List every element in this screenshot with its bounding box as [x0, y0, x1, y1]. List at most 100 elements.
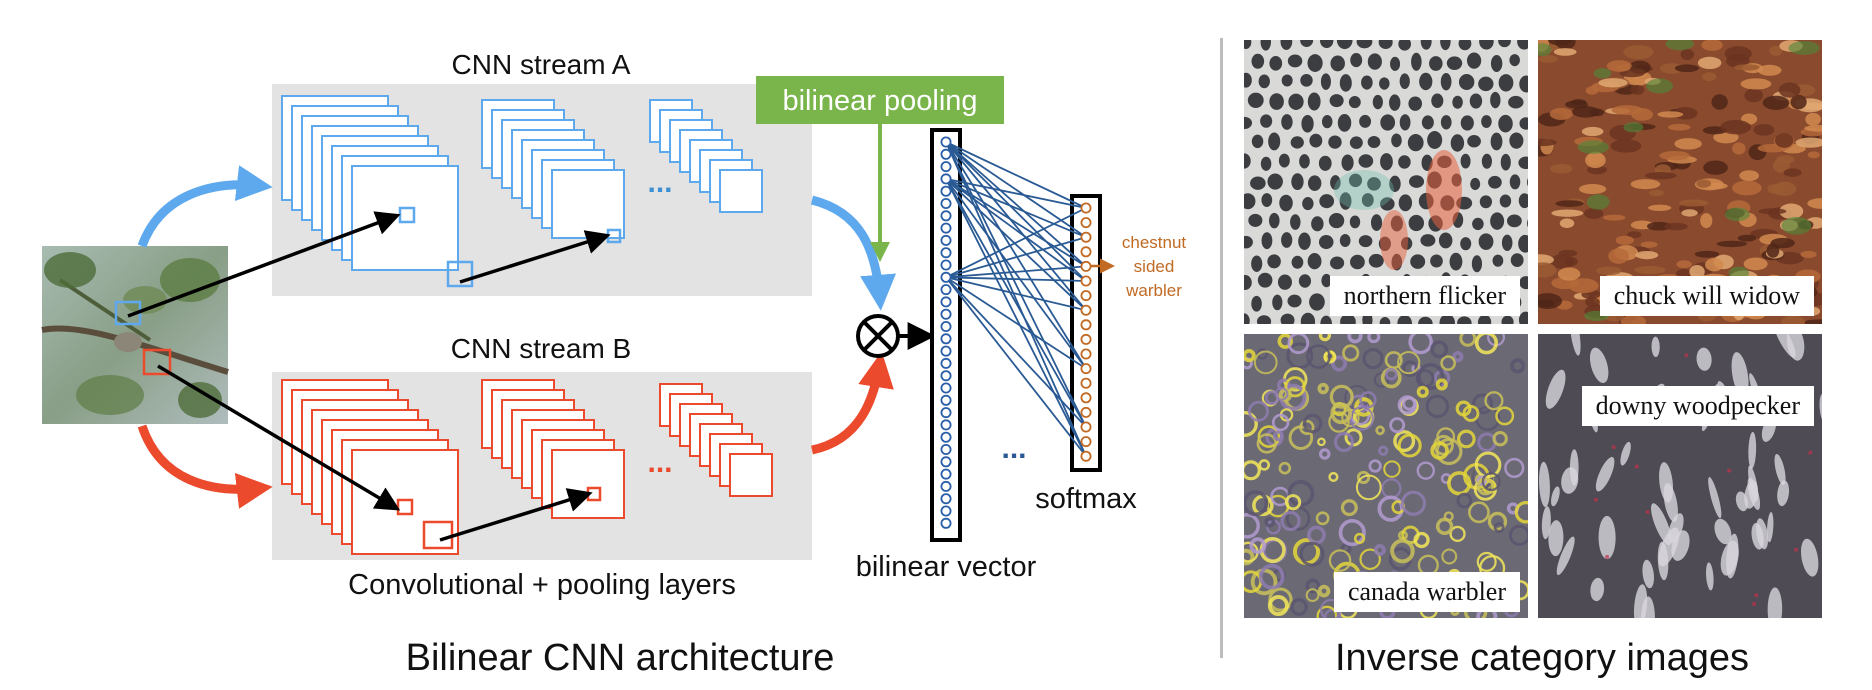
texture-scale [1807, 151, 1820, 159]
texture-swirl [1393, 430, 1416, 453]
inverse-title: Inverse category images [1335, 637, 1749, 679]
texture-swirl [1318, 334, 1332, 342]
texture-swirl [1355, 474, 1382, 501]
texture-dot [1508, 95, 1524, 109]
texture-scale [1550, 163, 1573, 174]
texture-swirl [1397, 351, 1421, 375]
texture-feather [1714, 518, 1732, 545]
texture-dot [1247, 92, 1264, 108]
texture-dot [1287, 294, 1302, 308]
texture-dot [1258, 74, 1270, 89]
to-stream-a-arrow [137, 165, 273, 248]
texture-scale [1623, 45, 1654, 60]
texture-dot [1337, 114, 1352, 132]
texture-swirl [1288, 425, 1314, 450]
texture-scale [1648, 204, 1672, 211]
fc-edge [945, 276, 1087, 457]
texture-feather [1773, 334, 1796, 358]
texture-swirl [1257, 425, 1281, 448]
texture-dot [1250, 176, 1266, 190]
softmax-node [1080, 363, 1092, 375]
texture-dot [1409, 175, 1425, 188]
vector-node [940, 284, 952, 296]
texture-swirl [1373, 544, 1386, 556]
texture-swirl [1440, 355, 1456, 371]
texture-feather [1633, 584, 1648, 618]
texture-swirl [1278, 461, 1292, 475]
texture-swirl [1462, 404, 1480, 422]
softmax-node [1080, 392, 1092, 404]
texture-swirl [1318, 448, 1331, 460]
texture-dot [1408, 96, 1423, 111]
texture-swirl [1356, 470, 1371, 485]
texture-spot [1593, 497, 1598, 502]
texture-feather [1726, 533, 1739, 579]
texture-swirl [1258, 563, 1285, 590]
texture-dot [1420, 234, 1436, 247]
texture-scale [1694, 250, 1720, 258]
texture-dot [1350, 254, 1365, 270]
texture-swirl [1284, 494, 1302, 511]
softmax-label: softmax [1035, 483, 1137, 515]
architecture-title: Bilinear CNN architecture [406, 637, 835, 679]
texture-scale [1644, 172, 1677, 180]
tile-label: chuck will widow [1599, 276, 1814, 316]
texture-feather [1731, 352, 1749, 397]
texture-dot [1509, 54, 1520, 67]
texture-feather [1657, 541, 1669, 581]
texture-dot [1399, 73, 1410, 90]
texture-scale [1758, 208, 1787, 215]
texture-scale [1610, 139, 1642, 153]
texture-dot [1397, 314, 1412, 324]
texture-swirl [1244, 513, 1260, 539]
texture-dot [1471, 255, 1483, 273]
texture-dot [1339, 74, 1352, 92]
fc-edge [945, 236, 1087, 279]
texture-dot [1411, 52, 1422, 71]
texture-spot [1808, 450, 1813, 455]
texture-leaf [1577, 140, 1609, 154]
texture-dot [1307, 92, 1321, 111]
softmax-node [1080, 231, 1092, 243]
texture-dot [1446, 56, 1463, 70]
softmax-node [1080, 333, 1092, 345]
texture-dot [1407, 134, 1424, 152]
texture-spot [1754, 593, 1759, 598]
texture-swirl [1299, 541, 1325, 567]
texture-swirl [1328, 471, 1339, 483]
texture-dot [1510, 253, 1524, 267]
texture-scale [1611, 105, 1643, 116]
tile-label: northern flicker [1329, 276, 1520, 316]
fc-edge [945, 276, 1087, 312]
texture-dot [1244, 193, 1256, 210]
texture-dot [1244, 116, 1253, 129]
texture-scale [1744, 88, 1763, 103]
texture-scale [1779, 203, 1804, 219]
texture-scale [1559, 218, 1575, 229]
texture-scale [1538, 262, 1557, 278]
texture-dot [1349, 136, 1363, 149]
vector-node [940, 431, 952, 443]
texture-scale [1548, 40, 1572, 46]
texture-swirl [1367, 334, 1381, 344]
texture-dot [1244, 40, 1252, 49]
texture-swirl [1493, 522, 1505, 533]
texture-scale [1549, 254, 1575, 269]
texture-swirl [1476, 551, 1497, 572]
texture-swirl [1397, 433, 1422, 458]
texture-swirl [1328, 411, 1350, 433]
texture-dot [1399, 114, 1411, 131]
stream-b-label: CNN stream B [451, 333, 631, 364]
texture-dot [1260, 156, 1272, 171]
texture-dot [1501, 315, 1514, 324]
texture-dot [1370, 214, 1383, 231]
texture-dot [1361, 75, 1373, 90]
texture-dot [1260, 114, 1273, 128]
texture-scale [1553, 48, 1577, 56]
fc-edge [945, 141, 1087, 209]
vector-node [940, 517, 952, 529]
texture-dot [1498, 74, 1514, 92]
texture-scale [1568, 278, 1599, 294]
texture-dot [1251, 295, 1262, 312]
texture-feather [1541, 506, 1551, 540]
